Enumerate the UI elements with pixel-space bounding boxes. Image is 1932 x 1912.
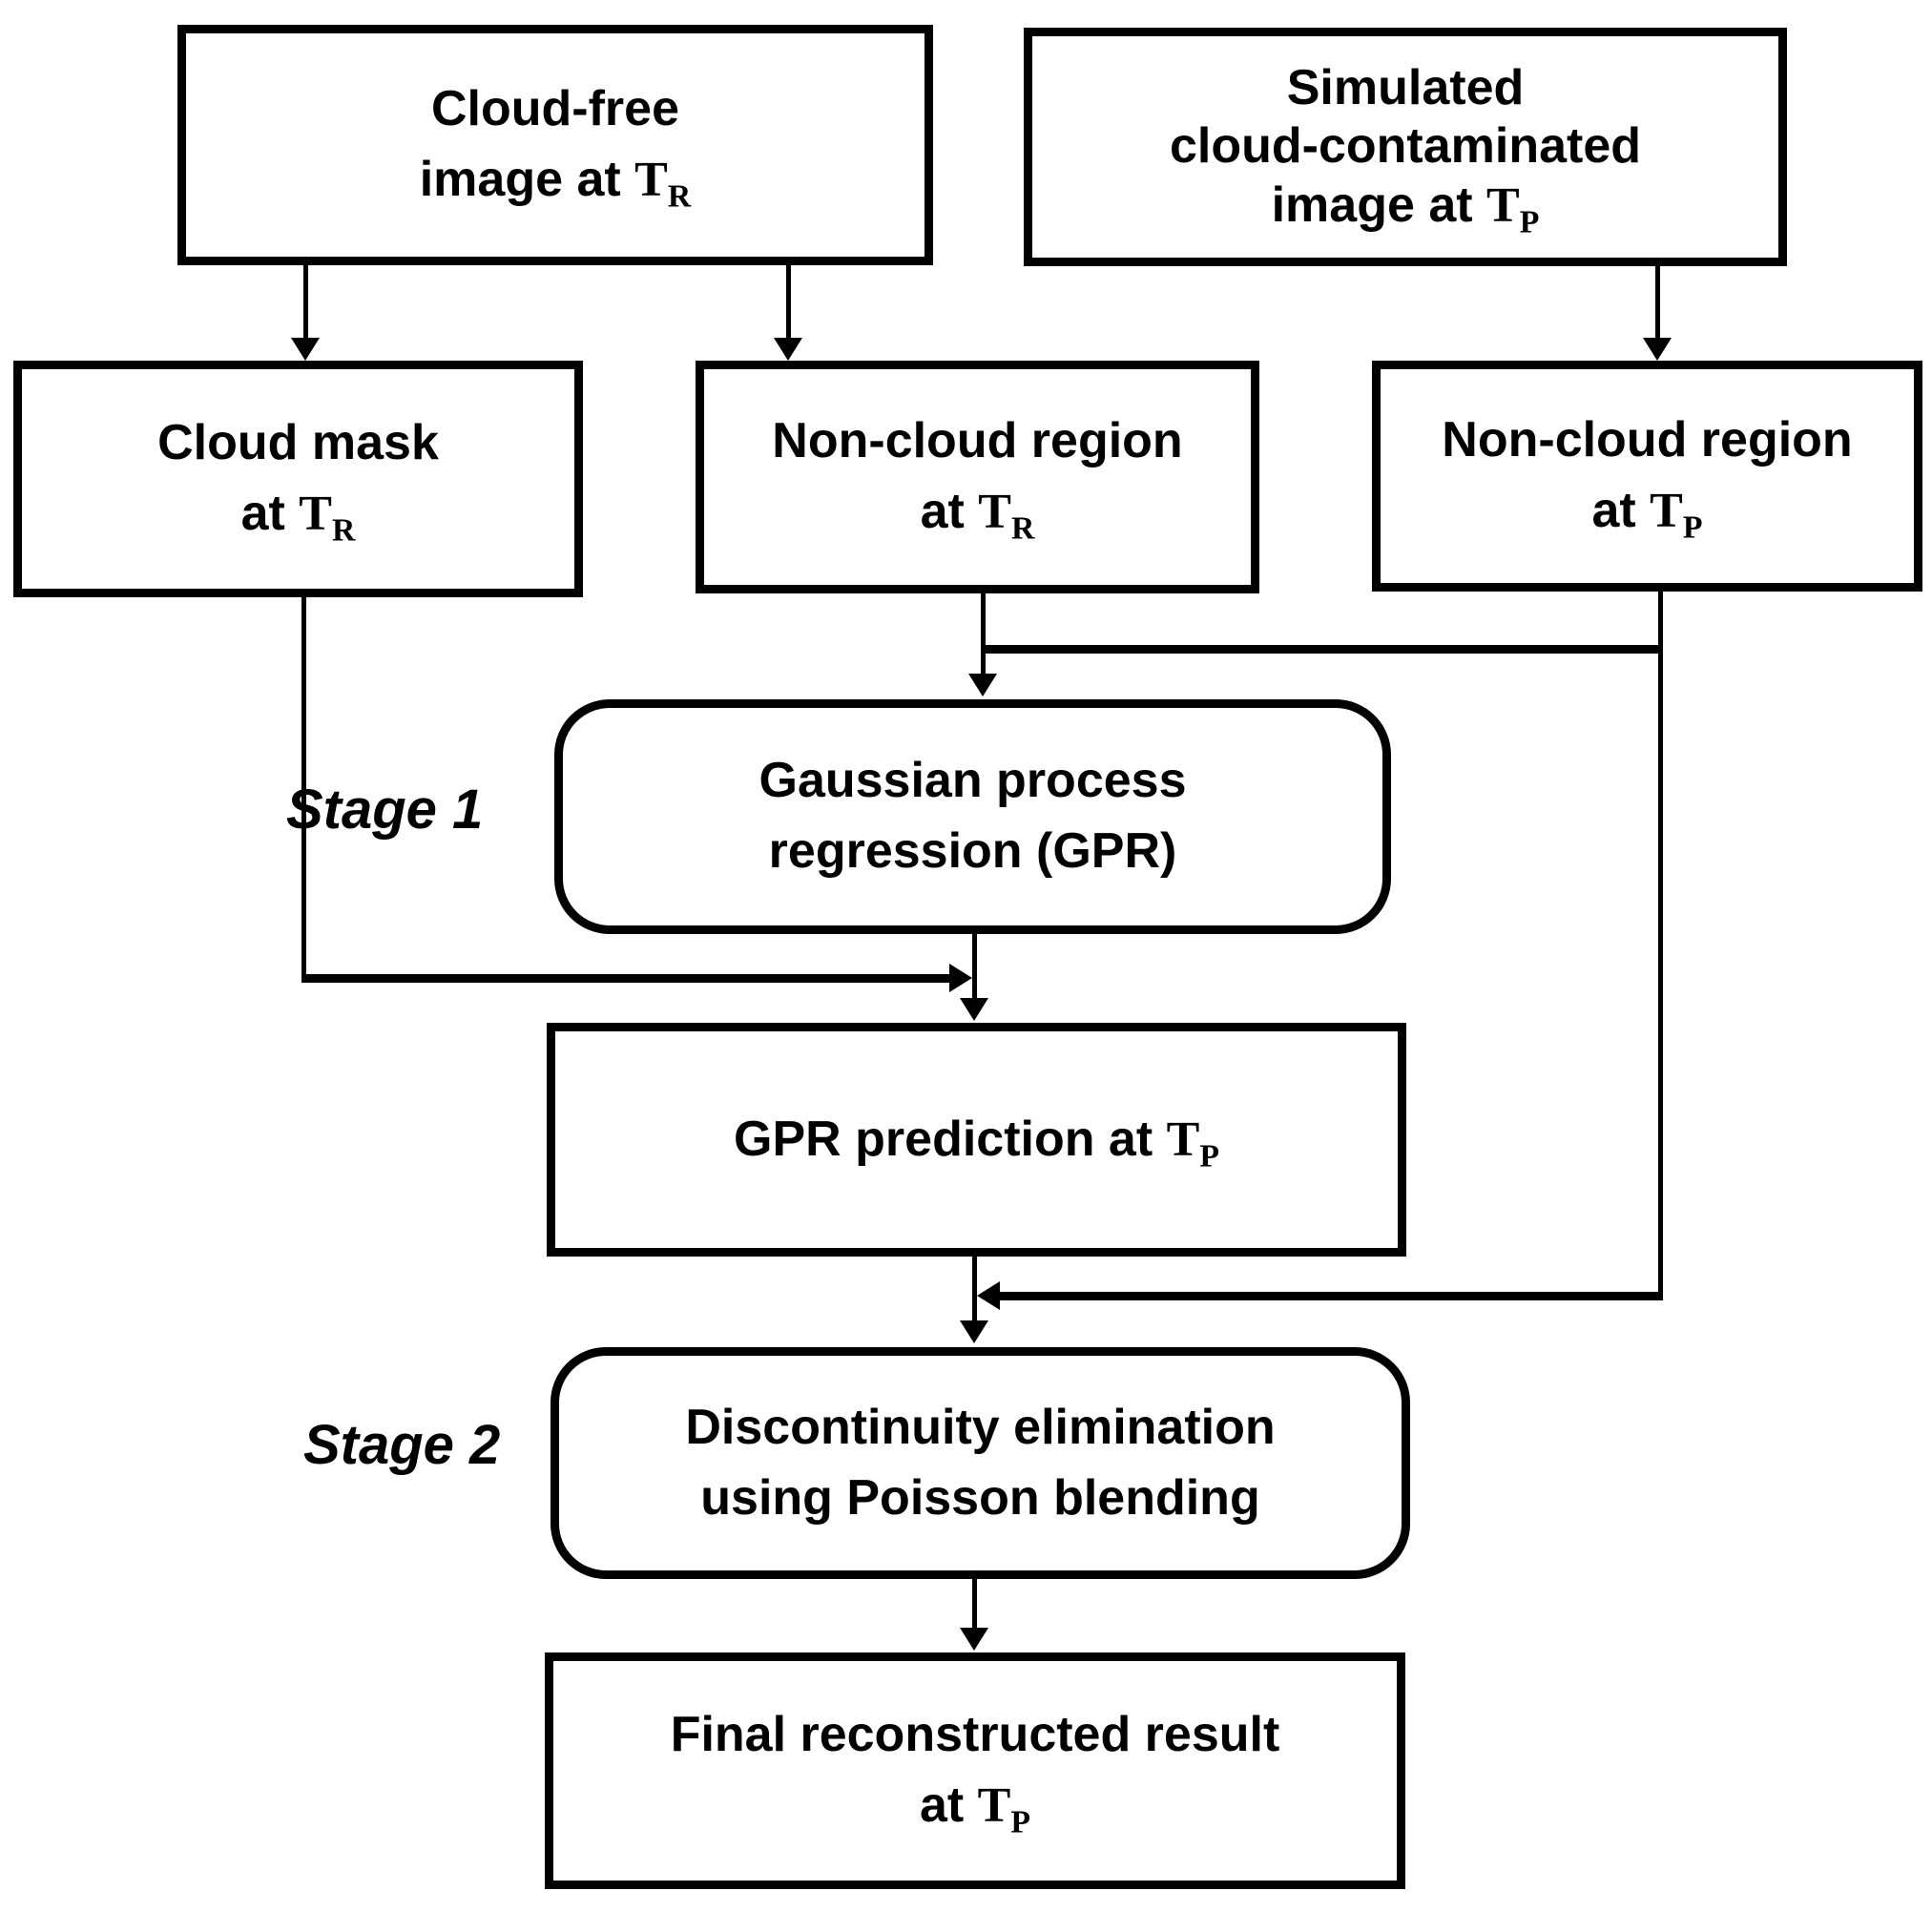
arrow-poisson-to-final-shaft	[972, 1579, 977, 1628]
arrow-cloud-free-to-cloud-mask-shaft	[303, 265, 308, 338]
node-gpr-prediction: GPR prediction at TP	[547, 1023, 1406, 1257]
arrow-simulated-to-non-cloud-tp-head	[1643, 338, 1672, 361]
connector-non-cloud-tp-to-gpr-horizontal	[981, 645, 1662, 654]
connector-non-cloud-tp-merge-horizontal	[996, 1292, 1663, 1300]
arrow-prediction-to-poisson-head	[960, 1320, 988, 1343]
arrow-non-cloud-tp-merge-head	[977, 1281, 1000, 1310]
arrow-non-cloud-tr-to-gpr-shaft	[981, 593, 986, 674]
arrow-simulated-to-non-cloud-tp-shaft	[1655, 266, 1660, 338]
stage-1-label: Stage 1	[286, 779, 484, 841]
stage-2-label: Stage 2	[303, 1414, 501, 1476]
connector-non-cloud-tp-descender	[1658, 592, 1663, 1299]
arrow-into-gpr-head	[968, 674, 997, 696]
arrow-cloud-free-to-cloud-mask-head	[291, 338, 320, 361]
connector-cloud-mask-horizontal	[301, 974, 954, 983]
connector-cloud-mask-descender	[301, 597, 306, 983]
arrow-cloud-free-to-non-cloud-tr-head	[774, 338, 802, 361]
arrow-cloud-free-to-non-cloud-tr-shaft	[786, 265, 791, 338]
arrow-gpr-to-prediction-shaft	[972, 934, 977, 1002]
arrow-poisson-to-final-head	[960, 1628, 988, 1651]
arrow-gpr-to-prediction-head	[960, 998, 988, 1021]
arrow-cloud-mask-merge-head	[949, 964, 972, 992]
arrow-prediction-to-poisson-shaft	[972, 1257, 977, 1320]
